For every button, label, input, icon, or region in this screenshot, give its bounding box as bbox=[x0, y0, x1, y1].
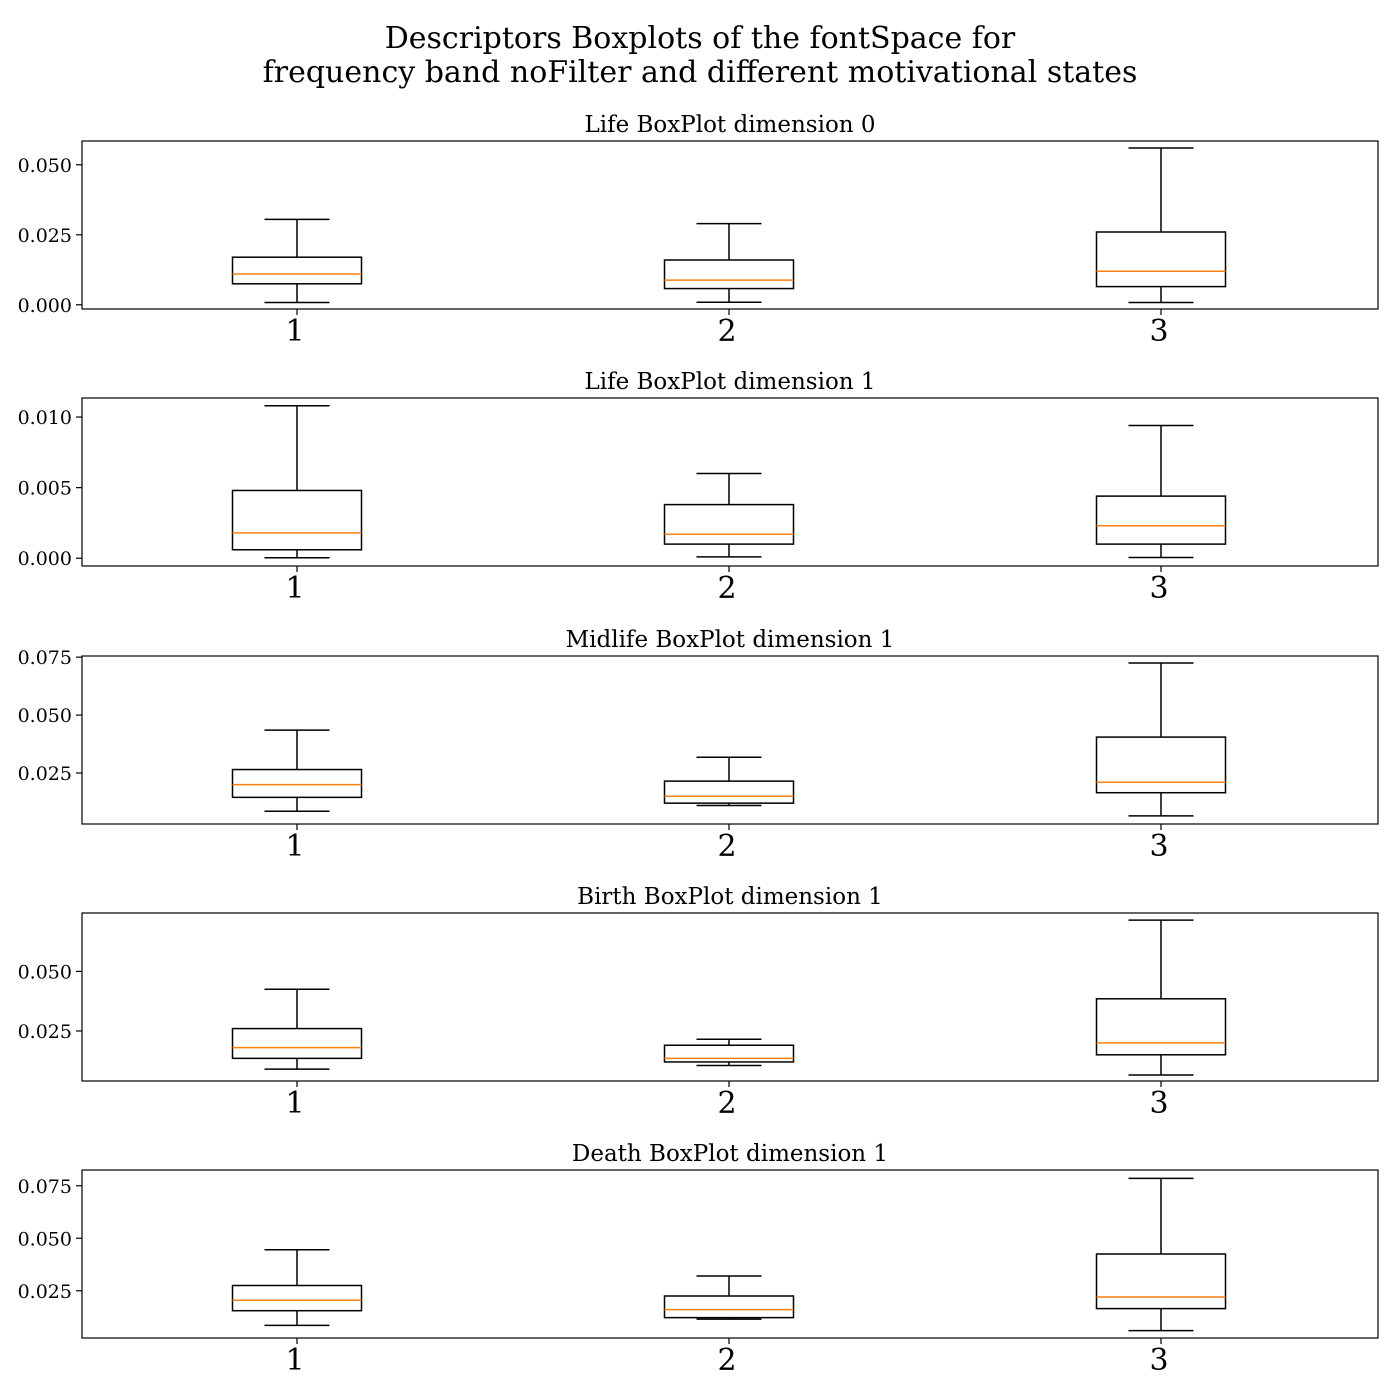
panel-5-axes-frame bbox=[81, 1169, 1379, 1339]
panel-5-box-1-iqr-rect bbox=[231, 1284, 363, 1312]
panel-2-ytick-label-3: 0.010 bbox=[18, 407, 72, 429]
panel-5-xtick-label-3: 3 bbox=[1149, 1343, 1168, 1378]
panel-2-xtick-label-3: 3 bbox=[1149, 571, 1168, 606]
panel-4-ytick-label-1: 0.025 bbox=[18, 1021, 72, 1043]
panel-5-title: Death BoxPlot dimension 1 bbox=[572, 1141, 888, 1167]
panel-5-ytick-label-3: 0.075 bbox=[18, 1176, 72, 1198]
panel-5-ytick-label-1: 0.025 bbox=[18, 1281, 72, 1303]
panel-4-box-3-iqr-rect bbox=[1095, 998, 1227, 1056]
panel-3-box-1-iqr-rect bbox=[231, 768, 363, 799]
panel-3-ytick-label-1: 0.025 bbox=[18, 763, 72, 785]
panel-4-ytick-label-2: 0.050 bbox=[18, 961, 72, 983]
panel-2-ytick-label-2: 0.005 bbox=[18, 478, 72, 500]
panel-1-xtick-label-3: 3 bbox=[1149, 314, 1168, 349]
panel-3-xtick-label-3: 3 bbox=[1149, 829, 1168, 864]
panel-3-box-3-iqr-rect bbox=[1095, 736, 1227, 794]
panel-1-box-3-iqr-rect bbox=[1095, 231, 1227, 288]
panel-1-title: Life BoxPlot dimension 0 bbox=[584, 112, 875, 138]
panel-2-xtick-label-2: 2 bbox=[717, 571, 736, 606]
figure-title: Descriptors Boxplots of the fontSpace fo… bbox=[0, 22, 1400, 90]
panel-2-title: Life BoxPlot dimension 1 bbox=[584, 369, 875, 395]
panel-4-xtick-label-1: 1 bbox=[285, 1086, 304, 1121]
panel-5-box-2-iqr-rect bbox=[663, 1295, 795, 1319]
panel-2-ytick-label-1: 0.000 bbox=[18, 548, 72, 570]
panel-2-box-2-iqr-rect bbox=[663, 503, 795, 545]
panel-1-ytick-label-2: 0.025 bbox=[18, 225, 72, 247]
panel-1-ytick-label-1: 0.000 bbox=[18, 295, 72, 317]
panel-3-box-2-iqr-rect bbox=[663, 780, 795, 804]
panel-4-xtick-label-2: 2 bbox=[717, 1086, 736, 1121]
panel-1-box-2-iqr-rect bbox=[663, 259, 795, 290]
panel-5-xtick-label-2: 2 bbox=[717, 1343, 736, 1378]
panel-5-box-3-iqr-rect bbox=[1095, 1253, 1227, 1310]
figure-title-line-2: frequency band noFilter and different mo… bbox=[262, 55, 1138, 90]
panel-1-axes-frame bbox=[81, 140, 1379, 310]
panel-1-xtick-label-2: 2 bbox=[717, 314, 736, 349]
panel-2-axes-frame bbox=[81, 397, 1379, 567]
panel-2-box-3-iqr-rect bbox=[1095, 495, 1227, 545]
panel-5-ytick-label-2: 0.050 bbox=[18, 1228, 72, 1250]
figure-title-line-1: Descriptors Boxplots of the fontSpace fo… bbox=[384, 21, 1016, 56]
panel-4-axes-frame bbox=[81, 912, 1379, 1082]
panel-5-xtick-label-1: 1 bbox=[285, 1343, 304, 1378]
panel-2-xtick-label-1: 1 bbox=[285, 571, 304, 606]
panel-4-box-2-iqr-rect bbox=[663, 1044, 795, 1063]
panel-4-title: Birth BoxPlot dimension 1 bbox=[577, 884, 883, 910]
panel-3-xtick-label-1: 1 bbox=[285, 829, 304, 864]
panel-4-xtick-label-3: 3 bbox=[1149, 1086, 1168, 1121]
panel-3-xtick-label-2: 2 bbox=[717, 829, 736, 864]
panel-4-box-1-iqr-rect bbox=[231, 1027, 363, 1060]
panel-3-axes-frame bbox=[81, 655, 1379, 825]
panel-1-xtick-label-1: 1 bbox=[285, 314, 304, 349]
panel-1-box-1-iqr-rect bbox=[231, 256, 363, 285]
panel-2-box-1-iqr-rect bbox=[231, 489, 363, 551]
panel-3-ytick-label-3: 0.075 bbox=[18, 647, 72, 669]
panel-1-ytick-label-3: 0.050 bbox=[18, 155, 72, 177]
panel-3-title: Midlife BoxPlot dimension 1 bbox=[566, 627, 895, 653]
panel-3-ytick-label-2: 0.050 bbox=[18, 705, 72, 727]
